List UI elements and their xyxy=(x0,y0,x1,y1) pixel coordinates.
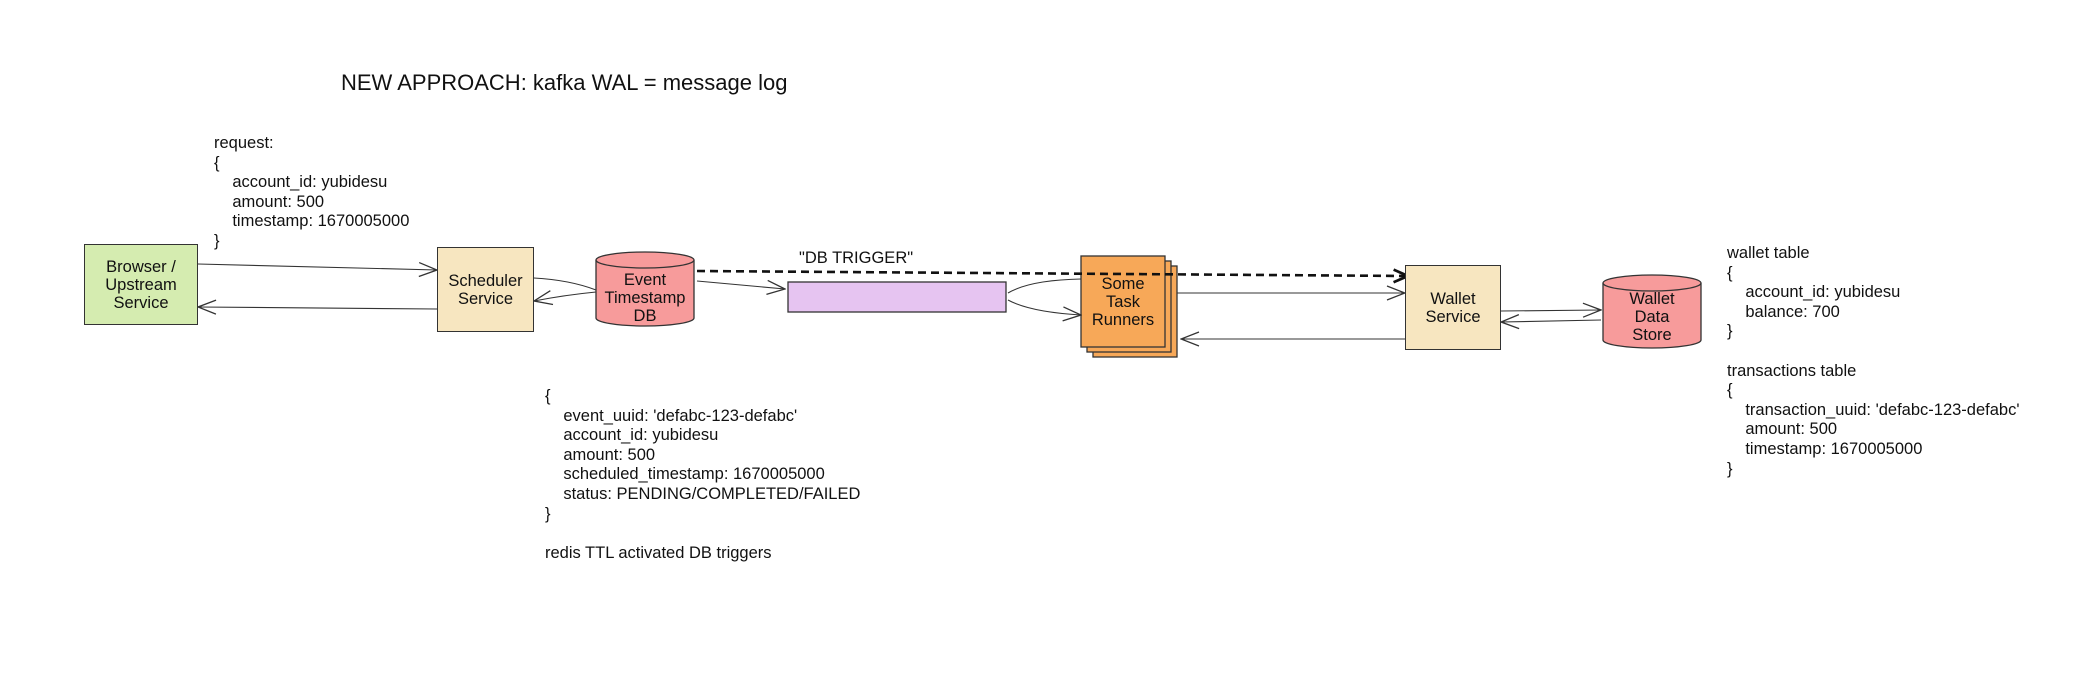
edge-scheduler-to-db xyxy=(533,277,597,291)
diagram-title: NEW APPROACH: kafka WAL = message log xyxy=(341,70,788,95)
request-payload-note: request: { account_id: yubidesu amount: … xyxy=(214,134,410,250)
wallet-data-store-label: Wallet Data Store xyxy=(1629,290,1675,344)
edge-runners-to-queue xyxy=(1007,299,1081,315)
wallet-service-node: Wallet Service xyxy=(1405,265,1501,350)
wallet-data-store-cylinder xyxy=(1602,274,1702,349)
edge-db-to-queue xyxy=(696,281,785,289)
wallet-tables-note: wallet table { account_id: yubidesu bala… xyxy=(1727,244,2020,478)
edge-wallet-to-store xyxy=(1500,310,1601,311)
edge-browser-to-scheduler xyxy=(197,264,437,270)
edge-db-to-scheduler xyxy=(534,292,597,301)
edge-scheduler-to-browser xyxy=(198,307,438,309)
edge-store-to-wallet xyxy=(1501,320,1602,322)
event-timestamp-db-cylinder xyxy=(595,251,695,327)
task-runners-stack xyxy=(1080,255,1178,358)
task-runners-label: Some Task Runners xyxy=(1091,274,1155,329)
browser-upstream-service-node: Browser / Upstream Service xyxy=(84,244,198,325)
event-record-note: { event_uuid: 'defabc-123-defabc' accoun… xyxy=(545,387,861,562)
db-trigger-label: "DB TRIGGER" xyxy=(799,249,914,267)
scheduler-service-node: Scheduler Service xyxy=(437,247,534,332)
event-timestamp-db-label: Event Timestamp DB xyxy=(604,271,686,325)
edge-db-trigger-dashed xyxy=(696,271,1408,276)
message-log-queue xyxy=(787,281,1007,313)
edge-queue-to-runners xyxy=(1007,278,1082,294)
